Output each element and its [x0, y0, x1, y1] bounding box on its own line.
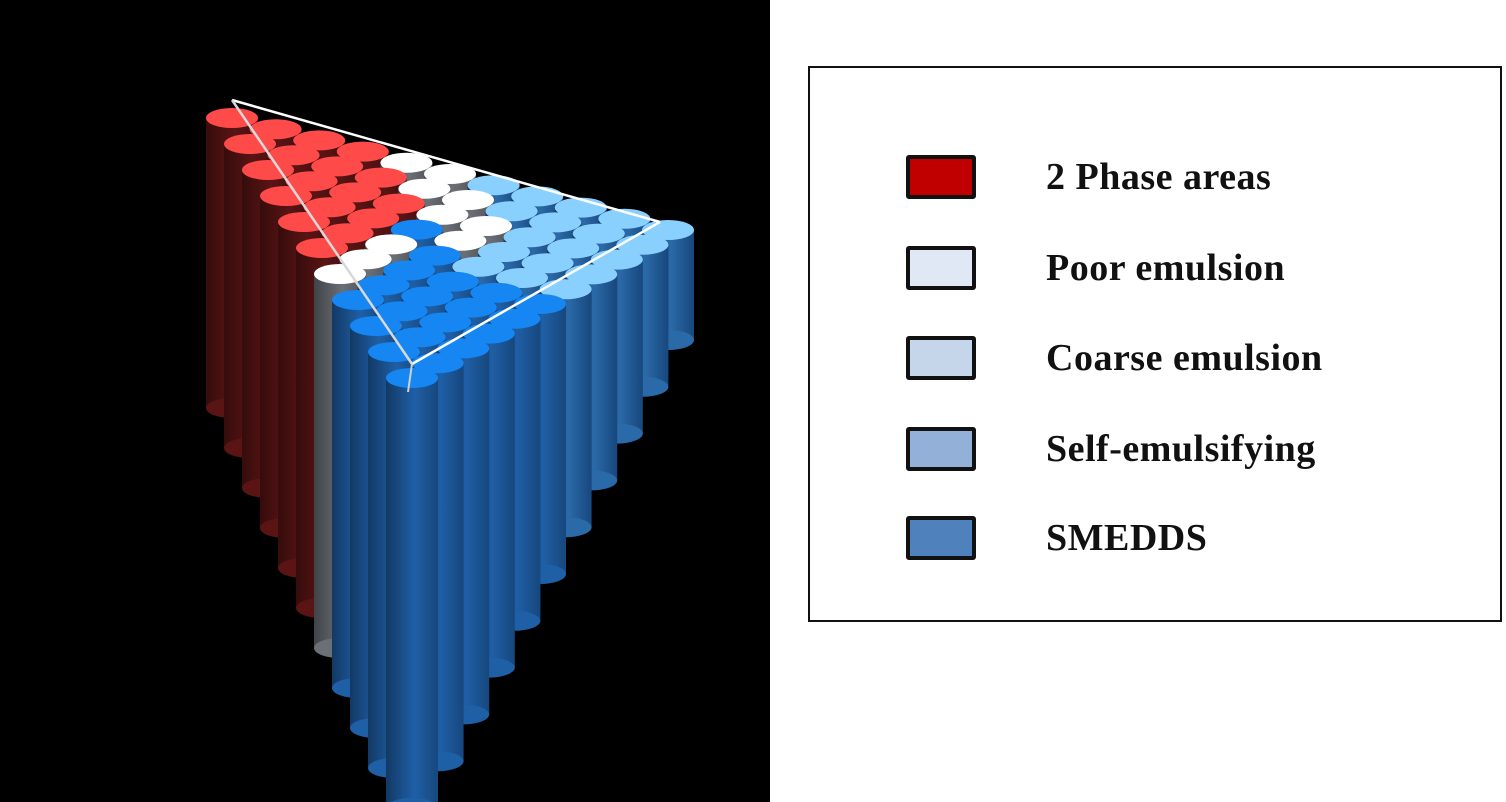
- columns: [206, 108, 694, 802]
- legend-label-poor-emulsion: Poor emulsion: [1046, 247, 1286, 289]
- triangle-frame: [230, 98, 661, 393]
- legend-swatch-self-emulsifying: [906, 427, 976, 471]
- legend: 2 Phase areas Poor emulsion Coarse emuls…: [808, 66, 1502, 622]
- legend-swatch-coarse-emulsion: [906, 336, 976, 380]
- legend-item-poor-emulsion: Poor emulsion: [906, 241, 1285, 295]
- legend-swatch-poor-emulsion: [906, 246, 976, 290]
- column: [386, 368, 438, 802]
- legend-swatch-2-phase-areas: [906, 155, 976, 199]
- legend-item-smedds: SMEDDS: [906, 511, 1207, 565]
- legend-item-2-phase-areas: 2 Phase areas: [906, 150, 1271, 204]
- legend-label-self-emulsifying: Self-emulsifying: [1046, 428, 1316, 470]
- legend-label-2-phase-areas: 2 Phase areas: [1046, 156, 1272, 198]
- legend-swatch-smedds: [906, 516, 976, 560]
- phase-diagram-3d: [0, 0, 770, 802]
- legend-label-smedds: SMEDDS: [1046, 517, 1208, 559]
- phase-diagram-canvas: [206, 98, 694, 802]
- legend-item-coarse-emulsion: Coarse emulsion: [906, 331, 1323, 385]
- legend-item-self-emulsifying: Self-emulsifying: [906, 422, 1316, 476]
- legend-label-coarse-emulsion: Coarse emulsion: [1046, 337, 1323, 379]
